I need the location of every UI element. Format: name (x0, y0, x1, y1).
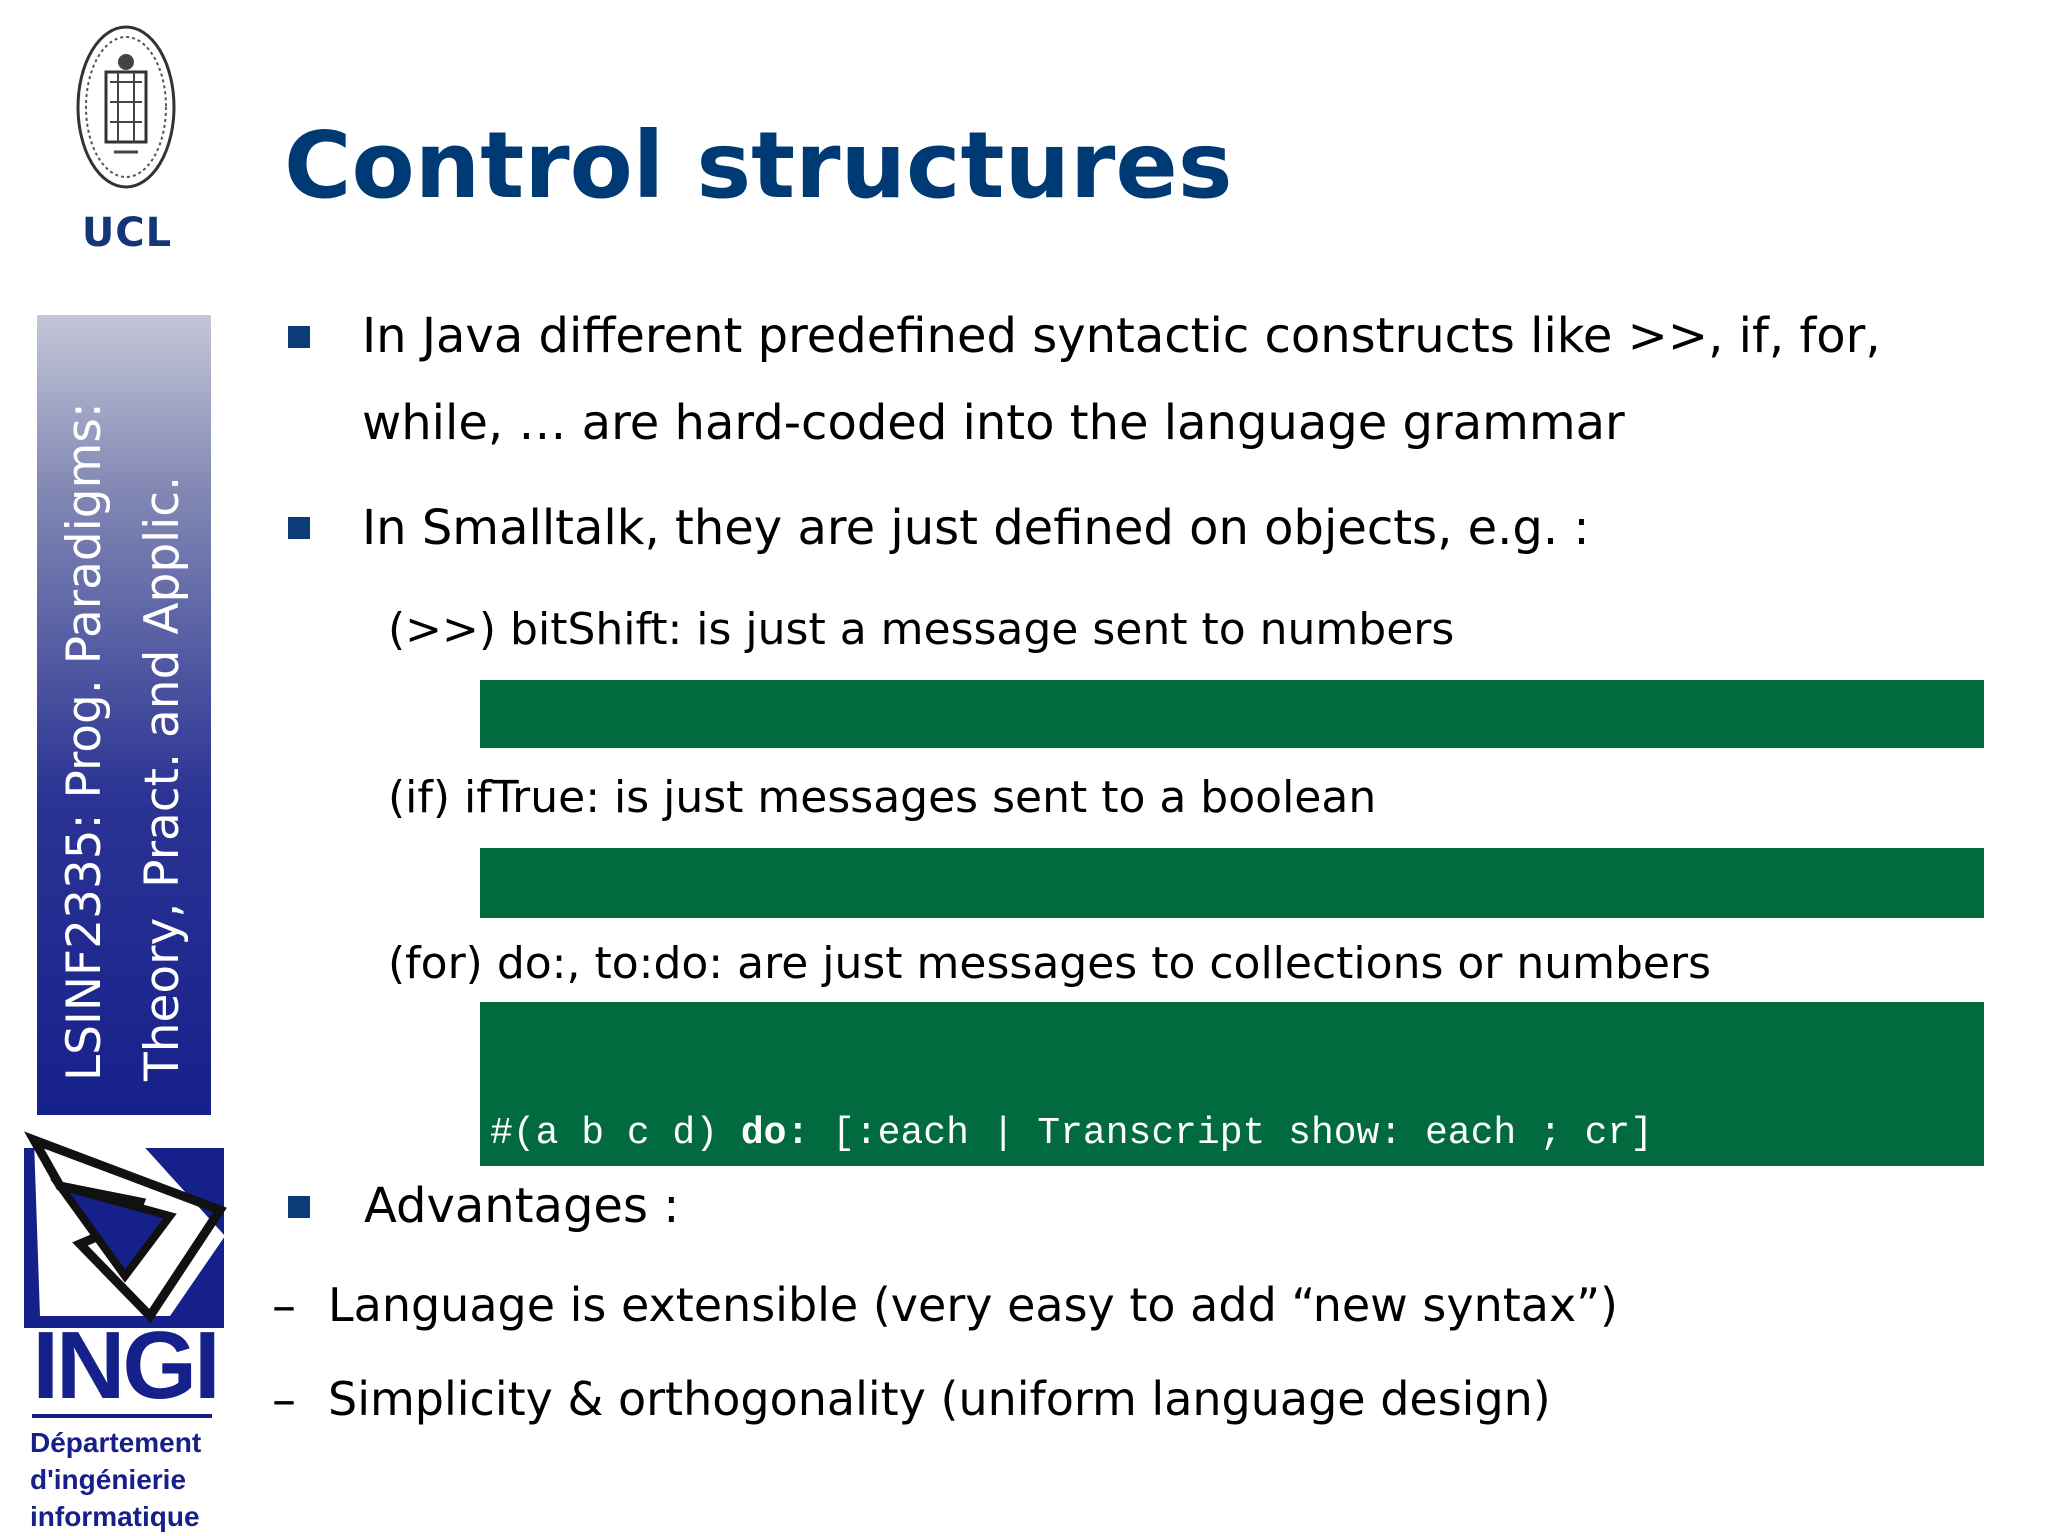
dept-line: informatique (30, 1501, 200, 1532)
ingi-logo-text: INGI (32, 1312, 220, 1419)
code-segment: 1 to: 10 (490, 1270, 696, 1313)
bullet-marker (288, 517, 310, 539)
sub-item-text: (for) do:, to:do: are just messages to c… (388, 938, 1712, 989)
bullet-marker (288, 1196, 310, 1218)
ucl-logo-text: UCL (81, 210, 173, 256)
code-block: 10 bitShift: 2 (480, 680, 1984, 821)
dash-item-text: Simplicity & orthogonality (uniform lang… (328, 1372, 1551, 1426)
dash-marker: – (272, 1278, 296, 1334)
impossible-triangle-icon (23, 1131, 227, 1328)
code-keyword: do: (695, 1270, 764, 1313)
code-line: (1> x) ifTrue: [ … ] (490, 947, 947, 990)
code-line: #(a b c d) do: [:each | Transcript show:… (490, 1098, 1984, 1170)
bullet-text: In Smalltalk, they are just defined on o… (362, 500, 1590, 556)
department-name: Département d'ingénierie informatique (30, 1424, 220, 1535)
dept-line: Département (30, 1427, 202, 1458)
sub-item-text: (>>) bitShift: is just a message sent to… (388, 604, 1455, 655)
university-seal-icon (76, 25, 176, 189)
dash-marker: – (272, 1372, 296, 1428)
dash-item-text: Language is extensible (very easy to add… (328, 1278, 1618, 1332)
slide-title: Control structures (284, 112, 1233, 219)
code-segment: #(a b c d) (490, 1112, 741, 1155)
code-line: 10 bitShift: 2 (490, 778, 810, 821)
bullet-marker (288, 326, 310, 348)
bullet-text: In Java different predefined syntactic c… (362, 308, 1881, 364)
code-segment: [:each | Transcript show: each printStri… (763, 1270, 1790, 1313)
sub-item-text: (if) ifTrue: is just messages sent to a … (388, 772, 1377, 823)
bullet-text: Advantages : (364, 1178, 680, 1234)
bullet-text-continued: while, … are hard-coded into the languag… (362, 395, 1625, 451)
code-block: (1> x) ifTrue: [ … ] (480, 848, 1984, 990)
code-segment: [:each | Transcript show: each ; cr] (809, 1112, 1654, 1155)
code-keyword: do: (740, 1112, 810, 1155)
logo-divider (32, 1414, 212, 1418)
course-title-band: LSINF2335: Prog. Paradigms: Theory, Prac… (37, 315, 211, 1115)
code-line: 1 to: 10 do: [:each | Transcript show: e… (490, 1256, 1984, 1328)
course-subtitle-line: Theory, Pract. and Applic. (135, 475, 190, 1081)
code-block: #(a b c d) do: [:each | Transcript show:… (480, 1002, 1984, 1313)
dept-line: d'ingénierie (30, 1464, 187, 1495)
course-code-line: LSINF2335: Prog. Paradigms: (57, 402, 112, 1081)
